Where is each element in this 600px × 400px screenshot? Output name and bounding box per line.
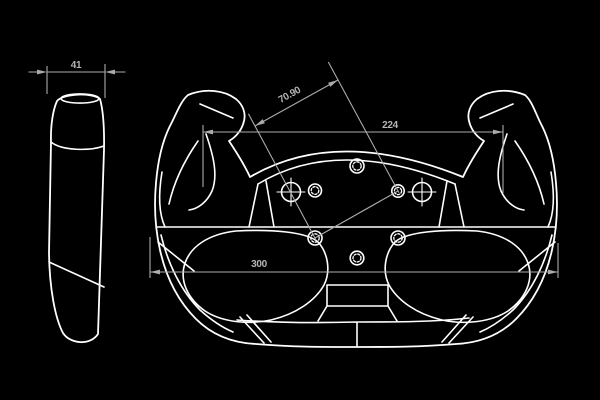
bottom-center-block <box>317 284 398 322</box>
threaded-hole-bottom-center <box>349 250 365 266</box>
left-pod-seam <box>158 171 166 228</box>
threaded-hole-upper-right <box>390 184 405 199</box>
right-horn-seams <box>479 103 545 211</box>
side-profile-outline <box>48 93 105 344</box>
bottom-strip <box>236 314 474 347</box>
dim-224-label: 224 <box>382 120 399 131</box>
left-horn-seams <box>168 103 234 211</box>
dim-7090-hole-connector <box>314 190 399 239</box>
dim-7090-extension-lines <box>247 61 400 241</box>
dim-300-label: 300 <box>251 259 268 270</box>
left-grip-bottom-seams <box>157 234 234 333</box>
dimension-300: 300 <box>149 237 559 278</box>
dim-7090-label: 70.90 <box>277 84 304 105</box>
front-view <box>154 89 558 348</box>
side-view <box>48 93 105 344</box>
dim-41-extension-lines <box>46 64 106 98</box>
grip-cushion-right <box>384 229 531 324</box>
dimension-224: 224 <box>202 120 504 193</box>
dim-7090-line <box>254 79 339 127</box>
grip-cushion-left <box>182 229 329 324</box>
right-pod-seam <box>547 171 555 228</box>
dim-41-label: 41 <box>71 60 82 71</box>
threaded-hole-lower-right <box>390 230 406 246</box>
threaded-hole-lower-left <box>307 230 323 246</box>
wheel-silhouette <box>154 89 558 348</box>
threaded-hole-upper-left <box>307 183 323 198</box>
dimensions: 41 224 70.90 300 <box>28 60 559 278</box>
center-mark-hole-left <box>276 177 306 207</box>
mounting-holes <box>276 158 437 266</box>
hub-spoke-left <box>248 180 275 228</box>
grip-top-face-seam <box>60 93 100 104</box>
threaded-hole-top-center <box>349 158 365 174</box>
hub-spoke-right <box>438 180 465 228</box>
grip-cap-seam <box>50 141 105 151</box>
right-grip-bottom-seams <box>479 234 556 333</box>
hub-inner-arc <box>257 159 456 185</box>
dim-224-extension-lines <box>202 125 504 193</box>
grip-diagonal-seam <box>48 261 105 288</box>
dimension-41: 41 <box>28 60 126 98</box>
center-mark-hole-right <box>407 177 437 207</box>
